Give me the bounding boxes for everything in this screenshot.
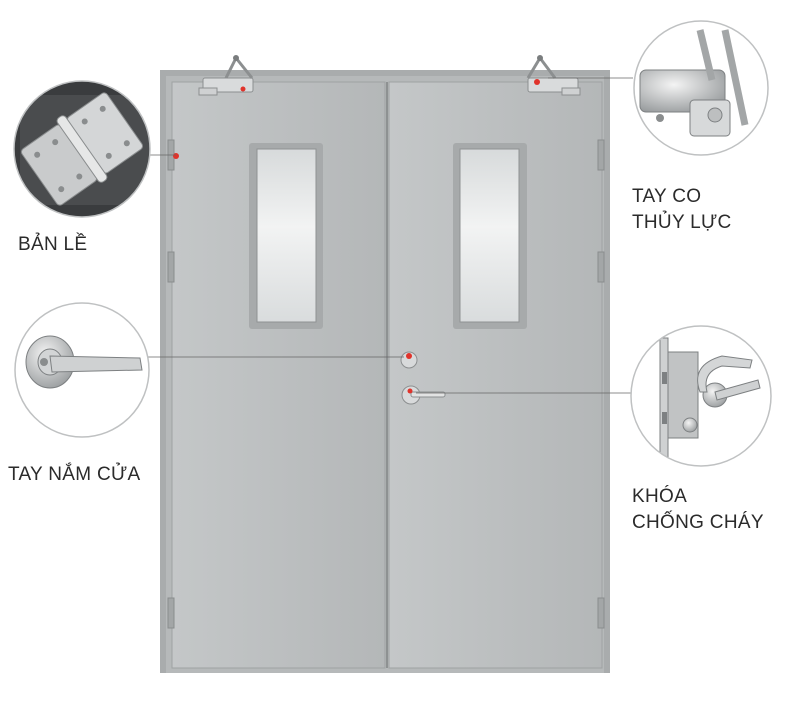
handle-label-line-1: TAY NẮM CỬA (8, 464, 141, 485)
hinge-closeup-icon (13, 80, 151, 218)
left-door-closer (198, 55, 254, 96)
hinge-label-line-1: BẢN LỀ (18, 234, 88, 255)
callout-lines (148, 77, 633, 394)
lock-label-line-2: CHỐNG CHÁY (632, 512, 764, 533)
hinge-marker (173, 153, 179, 159)
lever-handle-closeup-icon (14, 302, 150, 438)
right-door-closer (526, 55, 581, 96)
fire-lock-closeup-icon (630, 325, 772, 467)
handle-label: TAY NẮM CỬA (8, 462, 141, 488)
lock-label-line-1: KHÓA (632, 486, 688, 507)
hinge-label: BẢN LỀ (18, 232, 87, 258)
hydraulic-door-closer-closeup-icon (633, 20, 769, 156)
lock-label: KHÓA CHỐNG CHÁY (632, 484, 764, 536)
closer-label: TAY CO THỦY LỰC (632, 184, 732, 236)
left-window (249, 143, 323, 329)
closer-label-line-2: THỦY LỰC (632, 212, 732, 233)
closer-label-line-1: TAY CO (632, 186, 702, 207)
right-window (453, 143, 527, 329)
